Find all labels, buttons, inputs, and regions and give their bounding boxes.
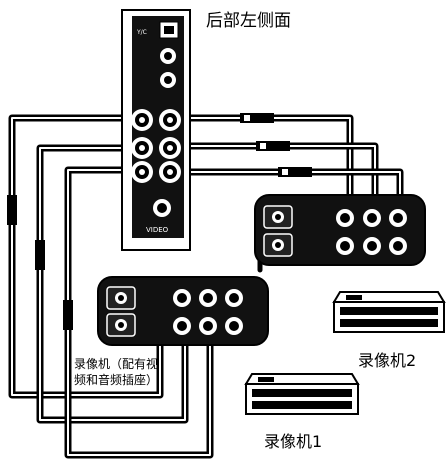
plug-connector [240, 113, 274, 123]
device-rear-panel: Y/C VIDEO [121, 9, 191, 251]
device-bottom-text: VIDEO [146, 226, 169, 234]
rca-jack-grid [131, 109, 181, 183]
vcr1-back-panel [97, 276, 269, 346]
vcr1-unit [244, 373, 360, 415]
plug-connector [63, 300, 73, 330]
plug-connector [7, 195, 17, 225]
vcr2-unit [332, 291, 446, 333]
device-top-text: Y/C [136, 29, 147, 36]
plug-connector [35, 240, 45, 270]
vcr1-note-line1: 录像机（配有视 [74, 357, 159, 371]
vcr1-label: 录像机1 [264, 432, 323, 451]
vcr2-label: 录像机2 [358, 351, 417, 370]
vcr2-back-panel [254, 194, 426, 266]
plug-connector [256, 141, 290, 151]
vcr1-note-line2: 频和音频插座） [74, 373, 159, 387]
plug-group [7, 113, 312, 330]
rear-left-side-label: 后部左侧面 [206, 11, 291, 31]
plug-connector [278, 167, 312, 177]
